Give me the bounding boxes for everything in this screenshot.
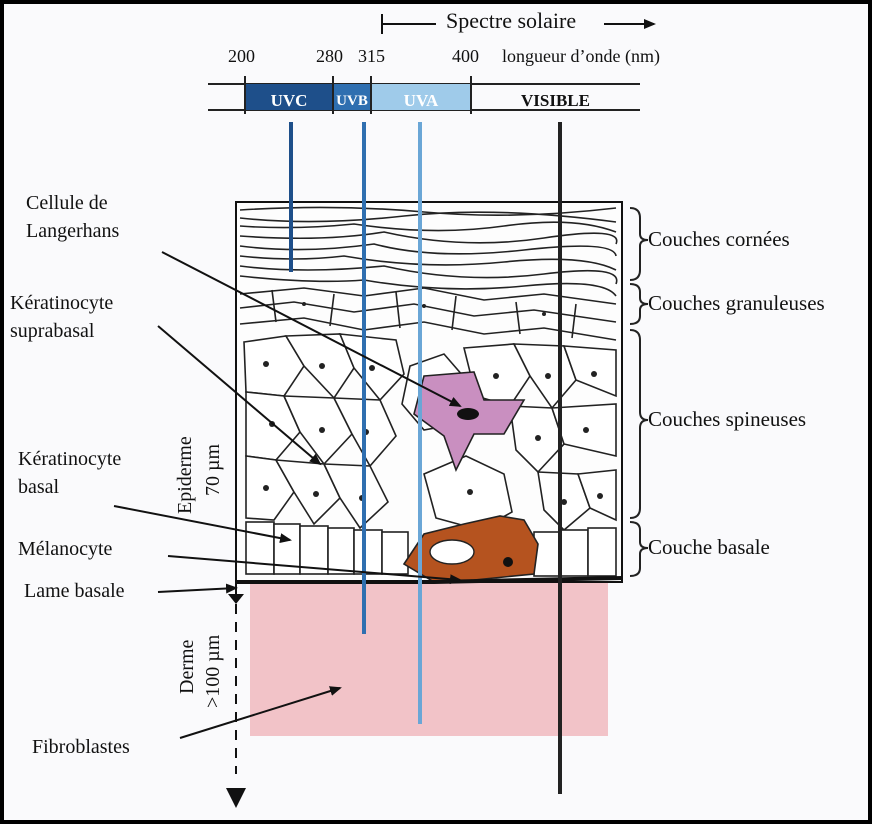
band-uvb-label: UVB <box>336 93 368 109</box>
band-uva-label: UVA <box>403 91 439 110</box>
label-langerhans-line1: Cellule de <box>26 192 108 214</box>
label-melanocyte: Mélanocyte <box>18 538 113 560</box>
tick-400: 400 <box>452 46 479 66</box>
tick-315: 315 <box>358 46 385 66</box>
label-derme-size: >100 µm <box>202 634 224 708</box>
figure-frame: Spectre solaire 200 280 315 400 longueur… <box>4 4 868 820</box>
label-couches-granuleuses: Couches granuleuses <box>648 291 825 315</box>
epidermis-block <box>235 201 623 584</box>
spectrum-title: Spectre solaire <box>446 8 577 33</box>
band-uvb <box>333 84 371 110</box>
label-epiderme: Epiderme <box>174 436 196 514</box>
derme-layer <box>250 580 608 736</box>
tick-200: 200 <box>228 46 255 66</box>
band-uvc <box>245 84 333 110</box>
label-couche-basale: Couche basale <box>648 535 770 559</box>
band-uva <box>371 84 471 110</box>
label-suprabasal-line2: suprabasal <box>10 320 95 342</box>
label-couches-cornees: Couches cornées <box>648 227 790 251</box>
label-langerhans-line2: Langerhans <box>26 220 120 242</box>
label-suprabasal-line1: Kératinocyte <box>10 292 114 314</box>
band-visible-label: VISIBLE <box>521 91 590 110</box>
label-derme: Derme <box>176 639 198 694</box>
radiation-lines <box>289 122 562 794</box>
skin-diagram <box>113 14 656 808</box>
label-arrows <box>113 251 462 739</box>
label-fibroblastes: Fibroblastes <box>32 736 130 758</box>
spectrum-bar <box>208 14 656 114</box>
label-lame-basale: Lame basale <box>24 580 125 602</box>
label-basal-line1: Kératinocyte <box>18 448 122 470</box>
wavelength-label: longueur d’onde (nm) <box>502 46 660 66</box>
tick-280: 280 <box>316 46 343 66</box>
label-epiderme-size: 70 µm <box>202 443 224 496</box>
label-couches-spineuses: Couches spineuses <box>648 407 807 431</box>
band-uvc-label: UVC <box>270 91 308 110</box>
label-basal-line2: basal <box>18 476 60 498</box>
layer-brackets <box>629 207 649 577</box>
